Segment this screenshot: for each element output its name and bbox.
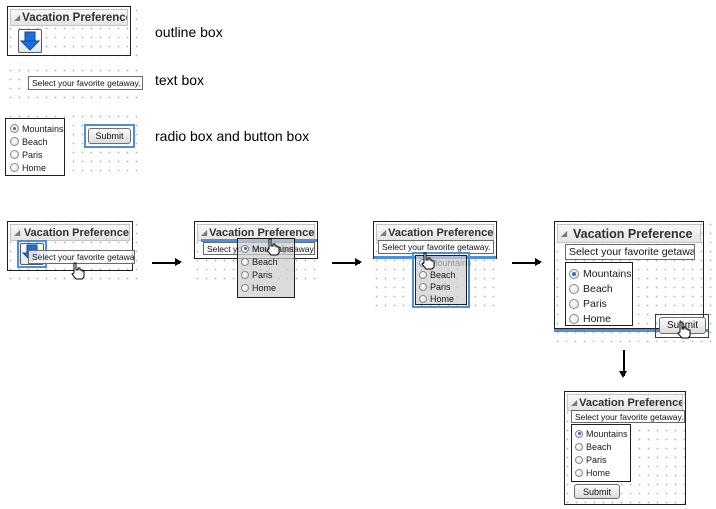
radio-icon[interactable] (241, 257, 249, 266)
radio-box[interactable]: Mountains Beach Paris Home (5, 118, 65, 176)
radio-option-mountains[interactable]: Mountains (569, 266, 632, 281)
step-3-dragged-radio-box[interactable]: Mountains Beach Paris Home (415, 255, 472, 305)
outline-box-legend-label: outline box (155, 24, 223, 40)
radio-icon[interactable] (569, 313, 579, 324)
hand-cursor-icon (421, 252, 435, 270)
step-3-radio-selection (412, 252, 470, 308)
step-1-canvas: ◢ Vacation Preference Select your favori… (4, 218, 138, 280)
step-4-outline-header[interactable]: ◢ Vacation Preference (557, 224, 701, 243)
step-5-outline-box[interactable]: ◢ Vacation Preference (564, 391, 686, 505)
radio-icon[interactable] (569, 298, 579, 309)
hand-cursor-icon (71, 262, 85, 280)
radio-icon[interactable] (419, 283, 427, 291)
radio-option-beach[interactable]: Beach (419, 269, 466, 281)
step-3-outline-box[interactable]: ◢ Vacation Preference (373, 221, 497, 259)
step-3-canvas: ◢ Vacation Preference Select your favori… (370, 218, 500, 308)
step-4-radio-box[interactable]: Mountains Beach Paris Home (565, 262, 633, 326)
radio-icon[interactable] (10, 137, 19, 146)
down-arrow-icon-graphic (19, 31, 41, 51)
radio-option-paris[interactable]: Paris (575, 453, 630, 466)
step-2-canvas: ◢ Vacation Preference Select your favori… (191, 218, 321, 298)
flow-arrow-icon (332, 259, 362, 265)
radio-icon[interactable] (241, 283, 249, 292)
radio-option-beach[interactable]: Beach (10, 135, 64, 148)
radio-option-home[interactable]: Home (569, 311, 632, 326)
radio-selected-icon[interactable] (575, 429, 583, 438)
step-5-radio-box[interactable]: Mountains Beach Paris Home (571, 424, 631, 482)
radio-icon[interactable] (419, 295, 427, 303)
flow-arrow-icon (620, 350, 626, 378)
step-4-canvas: ◢ Vacation Preference Select your favori… (551, 218, 713, 342)
submit-button[interactable]: Submit (88, 128, 131, 144)
step-5-canvas: ◢ Vacation Preference Select your favori… (561, 388, 688, 506)
text-box-legend-label: text box (155, 72, 205, 88)
step-1-outline-header[interactable]: ◢ Vacation Preference (10, 224, 130, 241)
radio-icon[interactable] (575, 455, 583, 464)
radio-option-beach[interactable]: Beach (569, 281, 632, 296)
radio-option-home[interactable]: Home (575, 466, 630, 479)
flow-arrow-icon (512, 259, 542, 265)
flow-arrow-icon (152, 259, 182, 265)
radio-selected-icon[interactable] (10, 124, 19, 133)
step-1-outline-box[interactable]: ◢ Vacation Preference (7, 221, 133, 271)
radio-option-paris[interactable]: Paris (10, 148, 64, 161)
text-box[interactable]: Select your favorite getaway. (28, 76, 143, 90)
step-4-text-box[interactable]: Select your favorite getaway. (565, 244, 695, 260)
radio-option-mountains[interactable]: Mountains (575, 427, 630, 440)
outline-box-example-canvas: ◢ Vacation Preference (4, 4, 144, 60)
hand-cursor-icon (677, 321, 691, 339)
down-arrow-icon[interactable] (18, 29, 42, 53)
triangle-icon[interactable]: ◢ (561, 229, 568, 238)
radio-option-paris[interactable]: Paris (241, 268, 294, 281)
radio-icon[interactable] (569, 283, 579, 294)
radio-icon[interactable] (575, 468, 583, 477)
radio-option-home[interactable]: Home (10, 161, 64, 174)
step-5-submit-button[interactable]: Submit (574, 484, 620, 499)
radio-option-home[interactable]: Home (419, 293, 466, 305)
outline-box-header[interactable]: ◢ Vacation Preference (10, 9, 128, 26)
step-4-drop-indicator (554, 329, 709, 332)
outline-box-title: Vacation Preference (22, 11, 128, 24)
hand-cursor-icon (266, 238, 280, 256)
radio-icon[interactable] (575, 442, 583, 451)
radio-icon[interactable] (419, 271, 427, 279)
triangle-icon[interactable]: ◢ (380, 228, 387, 237)
radio-button-legend-label: radio box and button box (155, 128, 310, 144)
radio-button-example-canvas: Mountains Beach Paris Home Submit (4, 110, 144, 178)
step-5-text-box[interactable]: Select your favorite getaway. (571, 410, 685, 423)
radio-option-beach[interactable]: Beach (241, 255, 294, 268)
triangle-icon[interactable]: ◢ (14, 228, 21, 237)
radio-option-paris[interactable]: Paris (569, 296, 632, 311)
radio-icon[interactable] (10, 163, 19, 172)
radio-option-mountains[interactable]: Mountains (10, 122, 64, 135)
text-box-text: Select your favorite getaway. (32, 78, 141, 88)
radio-option-beach[interactable]: Beach (575, 440, 630, 453)
radio-selected-icon[interactable] (241, 244, 249, 253)
text-box-example-canvas: Select your favorite getaway. (4, 64, 144, 104)
step-4-outline-box[interactable]: ◢ Vacation Preference (554, 221, 704, 329)
radio-option-home[interactable]: Home (241, 281, 294, 294)
triangle-icon[interactable]: ◢ (14, 13, 21, 22)
triangle-icon[interactable]: ◢ (201, 228, 208, 237)
step-5-outline-header[interactable]: ◢ Vacation Preference (567, 394, 683, 411)
radio-icon[interactable] (10, 150, 19, 159)
button-box-selection (84, 124, 135, 148)
radio-icon[interactable] (241, 270, 249, 279)
step-3-outline-header[interactable]: ◢ Vacation Preference (376, 224, 494, 241)
radio-option-paris[interactable]: Paris (419, 281, 466, 293)
step-1-dragged-text-box[interactable]: Select your favorite getaway. (28, 250, 135, 264)
triangle-icon[interactable]: ◢ (571, 398, 578, 407)
radio-selected-icon[interactable] (569, 268, 579, 279)
outline-box[interactable]: ◢ Vacation Preference (7, 6, 131, 56)
